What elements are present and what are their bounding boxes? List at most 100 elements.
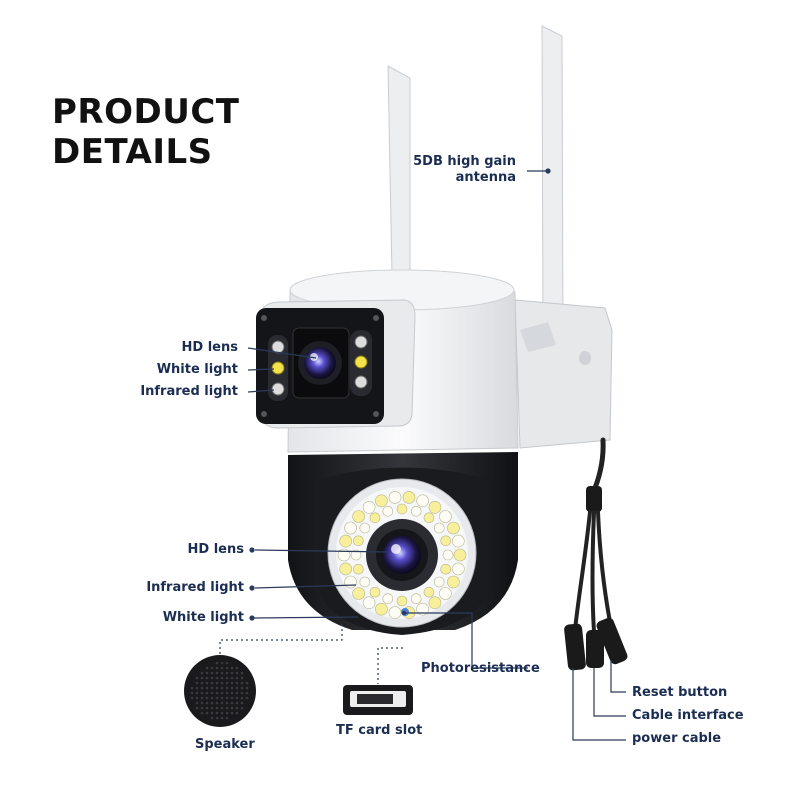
speaker-grille-dot (215, 711, 219, 715)
speaker-grille-dot (215, 671, 219, 675)
speaker-grille-dot (215, 691, 219, 695)
led-dot (352, 510, 365, 523)
led-dot (416, 602, 429, 616)
leader-dots (249, 168, 551, 621)
speaker-grille-dot (225, 696, 229, 700)
led-dot (410, 505, 422, 517)
wall-mount (514, 299, 613, 449)
top-infrared-light-label: Infrared light (140, 384, 238, 399)
speaker-grille-dot (230, 701, 234, 705)
speaker-grille-dot (215, 696, 219, 700)
top-hd-lens-label: HD lens (181, 340, 238, 355)
speaker-label: Speaker (195, 737, 255, 752)
speaker-grille-dot (195, 701, 199, 705)
led-dot (388, 491, 402, 504)
led-dot (440, 535, 452, 547)
photoresistance-label: Photoresistance (421, 661, 540, 676)
reset-button-label: Reset button (632, 685, 728, 700)
speaker-grille-dot (215, 681, 219, 685)
speaker-grille-dot (235, 681, 239, 685)
speaker-grille-dot (210, 696, 214, 700)
lens-icon (366, 519, 438, 591)
speaker-grille-dot (195, 706, 199, 710)
cable-connector-icon (564, 437, 628, 671)
speaker-grille-dot (225, 666, 229, 670)
bottom-hd-lens-label: HD lens (187, 542, 244, 557)
led-dot (439, 510, 452, 523)
speaker-grille-dot (205, 671, 209, 675)
speaker-grille-dot (235, 701, 239, 705)
led-dot (428, 500, 442, 514)
led-dot (433, 522, 445, 534)
speaker-grille-dot (230, 666, 234, 670)
speaker-grille-dot (210, 666, 214, 670)
led-dot (396, 503, 408, 515)
speaker-grille-dot (225, 676, 229, 680)
product-details-heading: PRODUCT DETAILS (52, 92, 239, 172)
speaker-grille-dot (235, 671, 239, 675)
led-dot (382, 593, 394, 605)
led-dot (339, 534, 353, 548)
speaker-grille-dot (220, 666, 224, 670)
speaker-grille-dot (215, 706, 219, 710)
speaker-grille-dot (205, 681, 209, 685)
speaker-grille-dot (205, 711, 209, 715)
speaker-grille-dot (230, 706, 234, 710)
speaker-grille-dot (220, 686, 224, 690)
led-dot (423, 586, 435, 598)
speaker-grille-dot (240, 671, 244, 675)
speaker-grille-dot (235, 676, 239, 680)
speaker-grille-dot (215, 676, 219, 680)
speaker-grille-dot (210, 686, 214, 690)
speaker-grille-dot (215, 666, 219, 670)
speaker-grille-dot (240, 681, 244, 685)
speaker-icon (184, 655, 256, 727)
speaker-grille-dot (235, 691, 239, 695)
led-dot (359, 522, 371, 534)
speaker-grille-dot (230, 676, 234, 680)
speaker-grille-dot (220, 696, 224, 700)
speaker-grille-dot (190, 696, 194, 700)
speaker-grille-dot (240, 676, 244, 680)
speaker-grille-dot (220, 661, 224, 665)
led-dot (375, 494, 388, 508)
led-dot (382, 505, 394, 517)
antenna-icon (387, 25, 564, 336)
led-dot (453, 548, 467, 562)
speaker-grille-dot (190, 691, 194, 695)
speaker-grille-dot (220, 676, 224, 680)
led-dot (352, 587, 365, 600)
speaker-grille-dot (235, 706, 239, 710)
led-dot (402, 491, 416, 504)
led-dot (451, 562, 465, 576)
speaker-grille-dot (225, 711, 229, 715)
speaker-grille-dot (205, 686, 209, 690)
heading-line-1: PRODUCT (52, 92, 240, 132)
speaker-grille-dot (245, 691, 249, 695)
antenna-label: 5DB high gain antenna (400, 154, 516, 186)
speaker-grille-dot (230, 686, 234, 690)
led-dot (440, 563, 452, 575)
led-dot (451, 534, 465, 548)
speaker-grille-dot (225, 661, 229, 665)
led-dot (362, 500, 376, 514)
led-dot (442, 549, 454, 561)
speaker-grille-dot (205, 696, 209, 700)
bottom-infrared-light-label: Infrared light (146, 580, 244, 595)
speaker-grille-dot (200, 686, 204, 690)
led-dot (433, 576, 445, 588)
led-dot (369, 512, 381, 524)
speaker-grille-dot (215, 661, 219, 665)
led-dot (428, 596, 442, 610)
led-dot (344, 521, 357, 535)
cable-interface-label: Cable interface (632, 708, 744, 723)
speaker-grille-dot (200, 706, 204, 710)
speaker-grille-dot (210, 676, 214, 680)
speaker-grille-dot (240, 691, 244, 695)
speaker-grille-dot (225, 716, 229, 720)
speaker-grille-dot (205, 691, 209, 695)
led-dot (388, 606, 402, 619)
speaker-grille-dot (210, 681, 214, 685)
speaker-grille-dot (200, 691, 204, 695)
